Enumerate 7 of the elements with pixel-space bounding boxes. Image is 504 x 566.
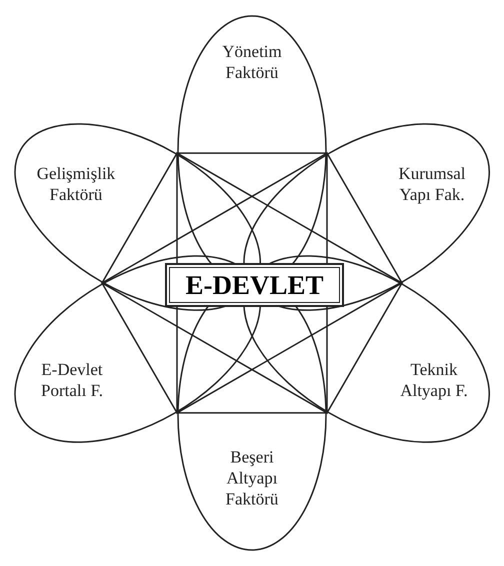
petal-label: Teknik Altyapı F. <box>399 358 469 401</box>
petal-label: Yönetim Faktörü <box>221 41 283 83</box>
title-box: E-DEVLET <box>165 263 344 307</box>
petal-label: Gelişmişlik Faktörü <box>36 162 116 205</box>
petal-label: Kurumsal Yapı Fak. <box>397 162 466 205</box>
petal-label: E-Devlet Portalı F. <box>40 358 104 401</box>
petal-label: Beşeri Altyapı Faktörü <box>224 446 280 510</box>
